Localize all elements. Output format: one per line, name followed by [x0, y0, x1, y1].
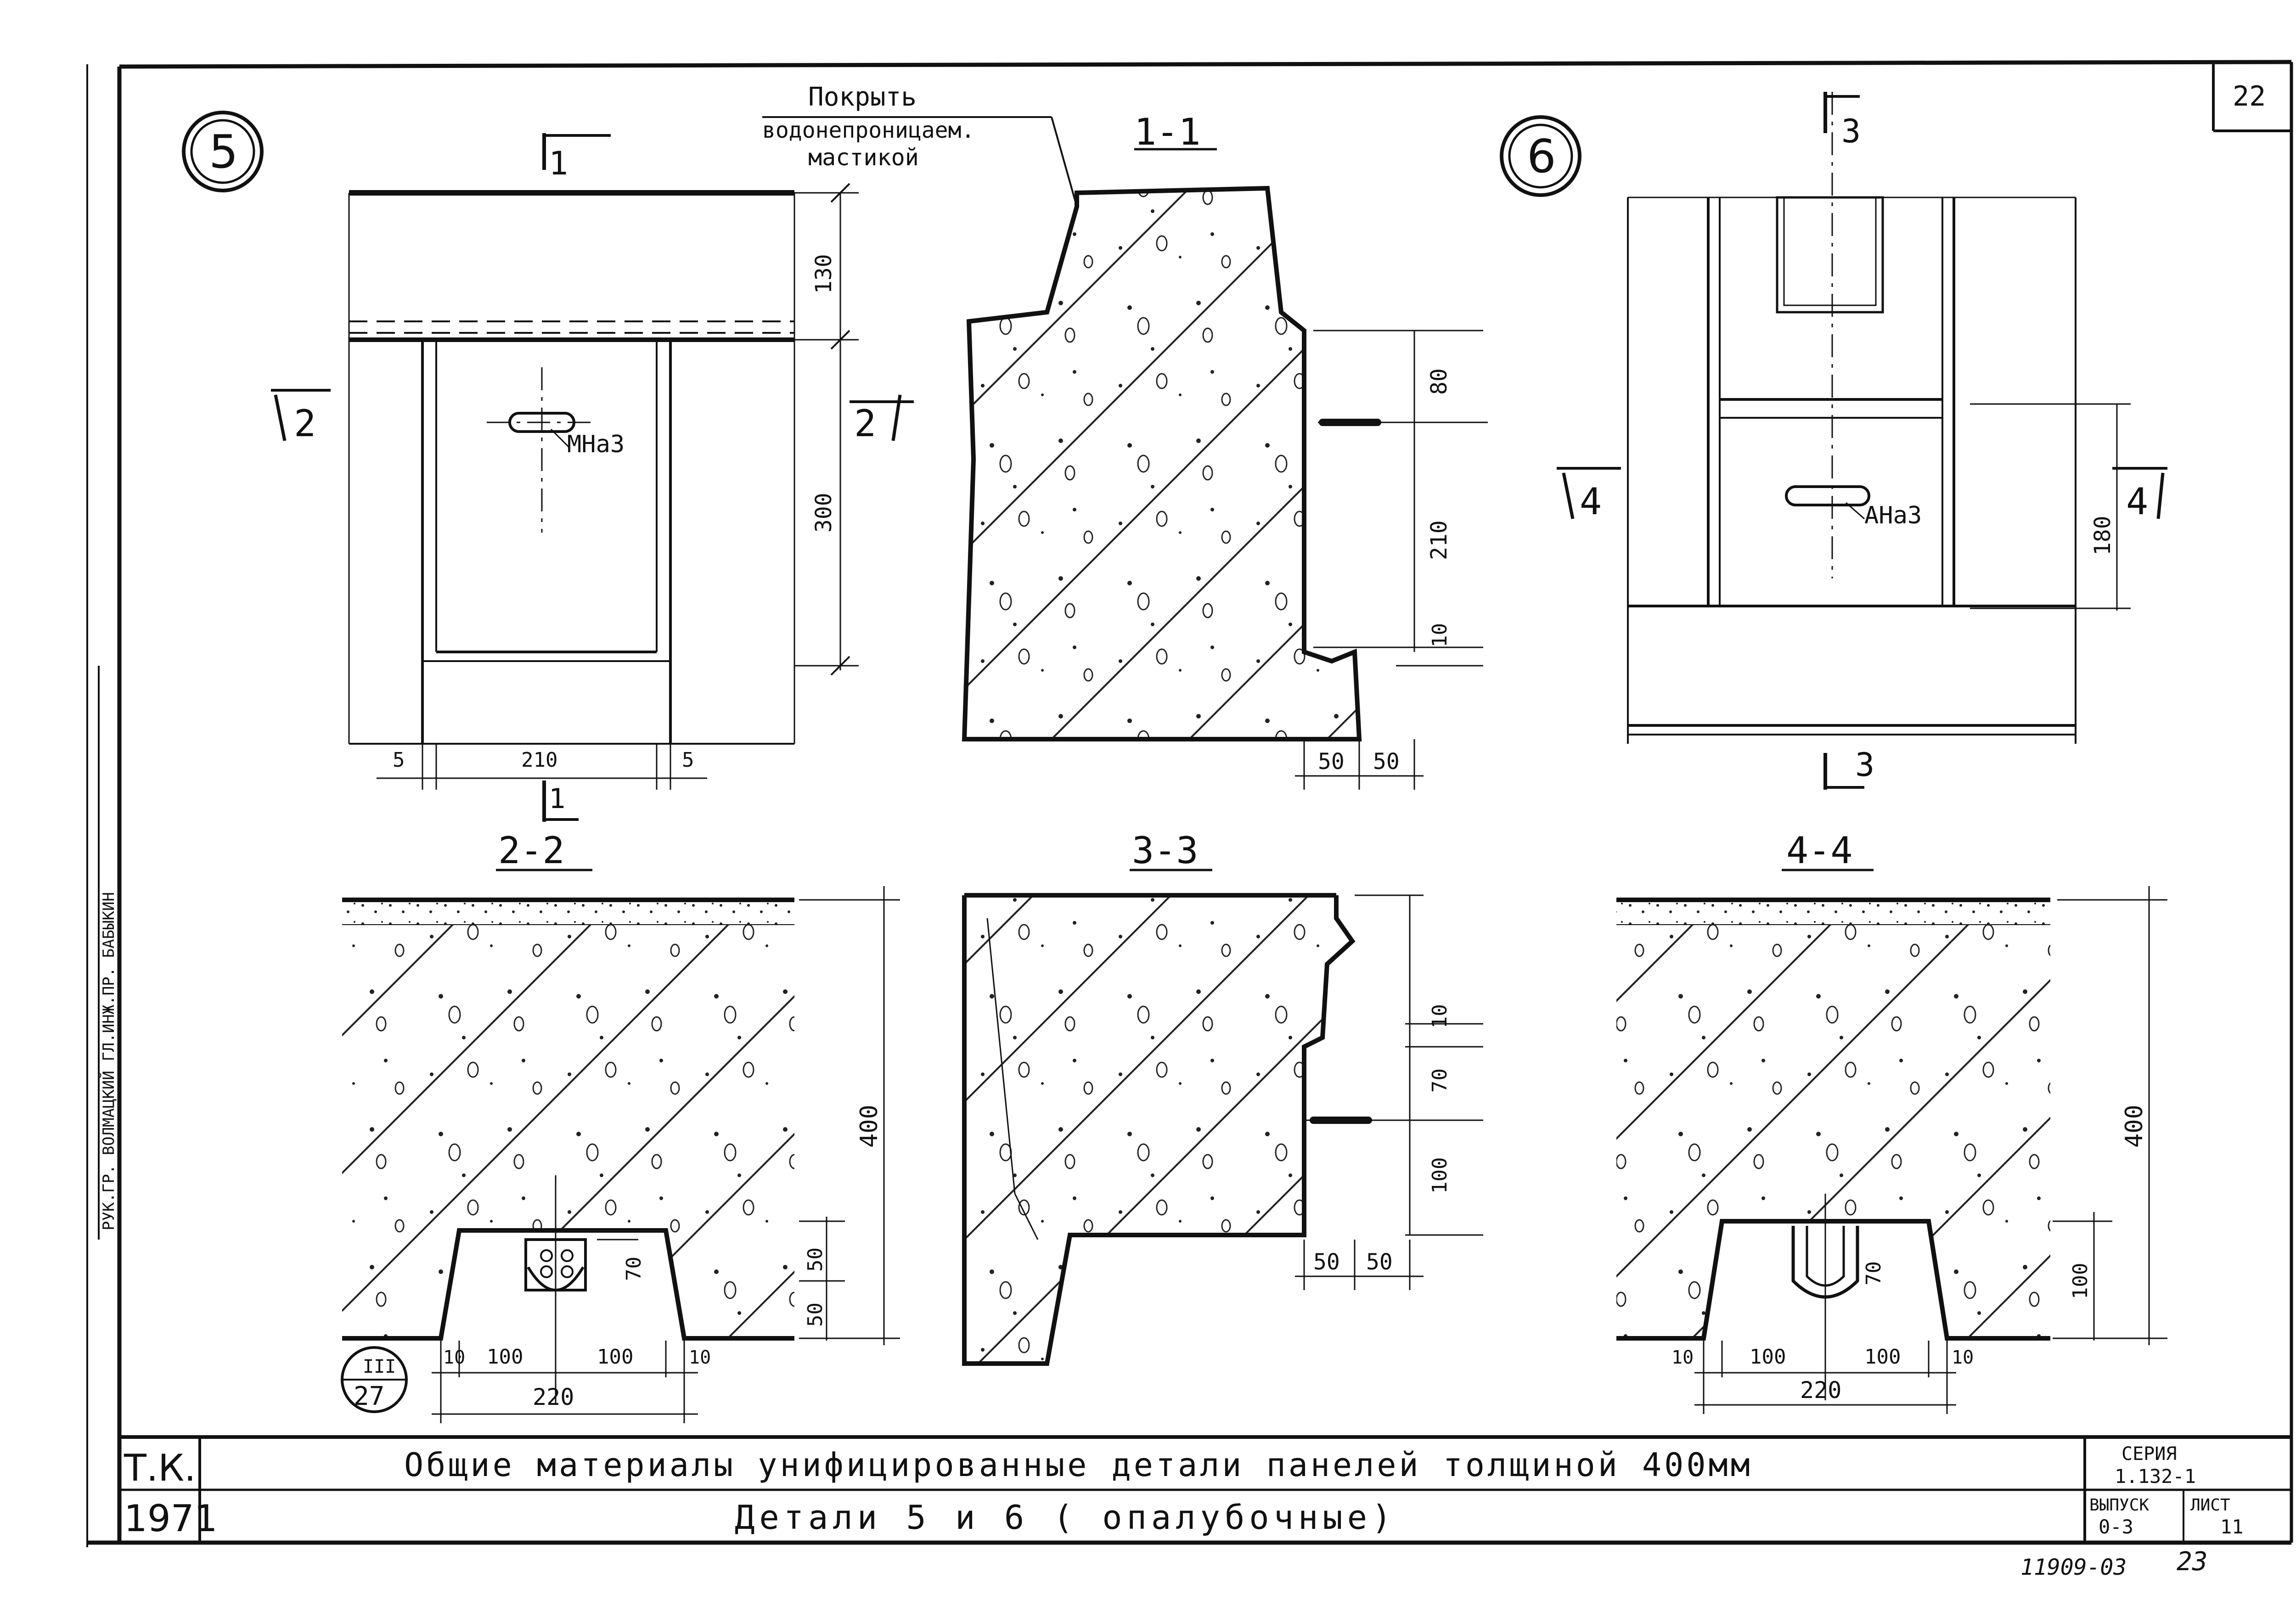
detail-6-elevation — [1500, 92, 2167, 790]
side-stamp-text: РУК.ГР. ВОЛМАЦКИЙ ГЛ.ИНЖ.ПР. БАБЫКИН — [99, 892, 118, 1230]
annotation-line-2: водонепроницаем. — [762, 118, 974, 143]
dim-210-bottom: 210 — [521, 748, 557, 772]
title-main: Общие материалы унифицированные детали п… — [404, 1446, 1753, 1484]
dim-10-33: 10 — [1428, 1004, 1452, 1028]
dim-50-22a: 50 — [804, 1247, 827, 1272]
annotation-block — [762, 116, 1078, 207]
cut-label-3-bottom: 3 — [1855, 746, 1874, 784]
dim-100-44b: 100 — [1864, 1345, 1901, 1369]
dim-70-22: 70 — [622, 1257, 646, 1281]
section-3-3 — [962, 869, 1483, 1366]
dim-300: 300 — [811, 493, 837, 533]
anchor-label-6: АНа3 — [1864, 502, 1922, 529]
section-3-3-title: 3-3 — [1132, 829, 1199, 872]
issue-value: 0-3 — [2099, 1516, 2133, 1538]
detail-6-number: 6 — [1527, 129, 1556, 183]
dim-50-33a: 50 — [1313, 1249, 1340, 1275]
dim-10-44b: 10 — [1952, 1347, 1974, 1368]
section-4-4-title: 4-4 — [1786, 829, 1853, 872]
anchor-label-5: МНа3 — [567, 431, 625, 458]
annotation-line-3: мастикой — [808, 144, 919, 171]
section-2-2-title: 2-2 — [498, 829, 565, 872]
title-year: 1971 — [124, 1497, 218, 1540]
title-sub: Детали 5 и 6 ( опалубочные) — [735, 1498, 1396, 1537]
section-1-1-title: 1-1 — [1134, 111, 1201, 153]
dim-50-33b: 50 — [1366, 1249, 1393, 1275]
cut-label-2-right: 2 — [854, 402, 876, 445]
dim-5-right: 5 — [682, 748, 694, 772]
series-label: СЕРИЯ — [2122, 1443, 2177, 1465]
dim-10-44a: 10 — [1671, 1347, 1694, 1368]
cut-label-4-right: 4 — [2126, 480, 2148, 523]
title-org: Т.К. — [124, 1447, 196, 1489]
cut-label-4-left: 4 — [1580, 480, 1602, 523]
dim-100-22a: 100 — [487, 1345, 523, 1369]
dim-70-33: 70 — [1428, 1068, 1452, 1093]
section-1-1 — [962, 148, 1488, 790]
dim-100-44a: 100 — [1750, 1345, 1786, 1369]
dim-220-44: 220 — [1800, 1377, 1841, 1404]
annotation-line-1: Покрыть — [808, 82, 917, 112]
sheet-frame — [86, 60, 2293, 1547]
dim-50-b: 50 — [1373, 749, 1400, 775]
detail-5-elevation — [182, 111, 914, 822]
dim-400-44: 400 — [2121, 1105, 2148, 1148]
detail-5-number: 5 — [209, 125, 238, 179]
side-stamp: РУК.ГР. ВОЛМАЦКИЙ ГЛ.ИНЖ.ПР. БАБЫКИН — [98, 666, 118, 1240]
dim-130: 130 — [811, 254, 837, 294]
series-value: 1.132-1 — [2115, 1465, 2196, 1488]
dim-10-side: 10 — [1428, 623, 1452, 647]
cut-label-2-left: 2 — [294, 402, 316, 445]
dim-180: 180 — [2090, 516, 2116, 556]
issue-label: ВЫПУСК — [2089, 1496, 2149, 1515]
section-2-2 — [341, 869, 900, 1423]
dim-400-22: 400 — [855, 1105, 883, 1148]
dim-100-33: 100 — [1428, 1157, 1452, 1194]
section-4-4 — [1616, 869, 2167, 1414]
dim-210-side: 210 — [1426, 520, 1452, 560]
bottom-page: 23 — [2177, 1547, 2207, 1577]
dim-220-22: 220 — [533, 1384, 574, 1410]
title-block — [119, 1435, 2291, 1543]
dim-50-22b: 50 — [804, 1302, 827, 1327]
cut-label-1-top: 1 — [549, 145, 568, 182]
dim-10-22b: 10 — [689, 1347, 711, 1368]
cut-label-1-bottom: 1 — [549, 783, 565, 815]
cut-label-3-top: 3 — [1841, 112, 1861, 150]
sheet-label: ЛИСТ — [2190, 1496, 2230, 1515]
dim-100-22b: 100 — [597, 1345, 633, 1369]
detail-5-marker — [182, 111, 264, 192]
anchor-slot-5 — [508, 412, 575, 433]
bottom-code: 11909-03 — [2020, 1555, 2127, 1580]
dim-100-44-side: 100 — [2069, 1263, 2092, 1299]
dim-80: 80 — [1426, 368, 1452, 395]
ref-marker-top: III — [363, 1356, 396, 1377]
ref-marker-bottom: 27 — [354, 1381, 384, 1411]
anchor-slot-6 — [1785, 485, 1870, 506]
dim-50-a: 50 — [1318, 749, 1345, 775]
dim-10-22a: 10 — [443, 1347, 465, 1368]
sheet-value: 11 — [2220, 1516, 2244, 1538]
dim-5-left: 5 — [393, 748, 405, 772]
dim-70-44: 70 — [1862, 1261, 1885, 1286]
detail-6-marker — [1500, 115, 1581, 197]
corner-sheet-number: 22 — [2233, 80, 2266, 112]
